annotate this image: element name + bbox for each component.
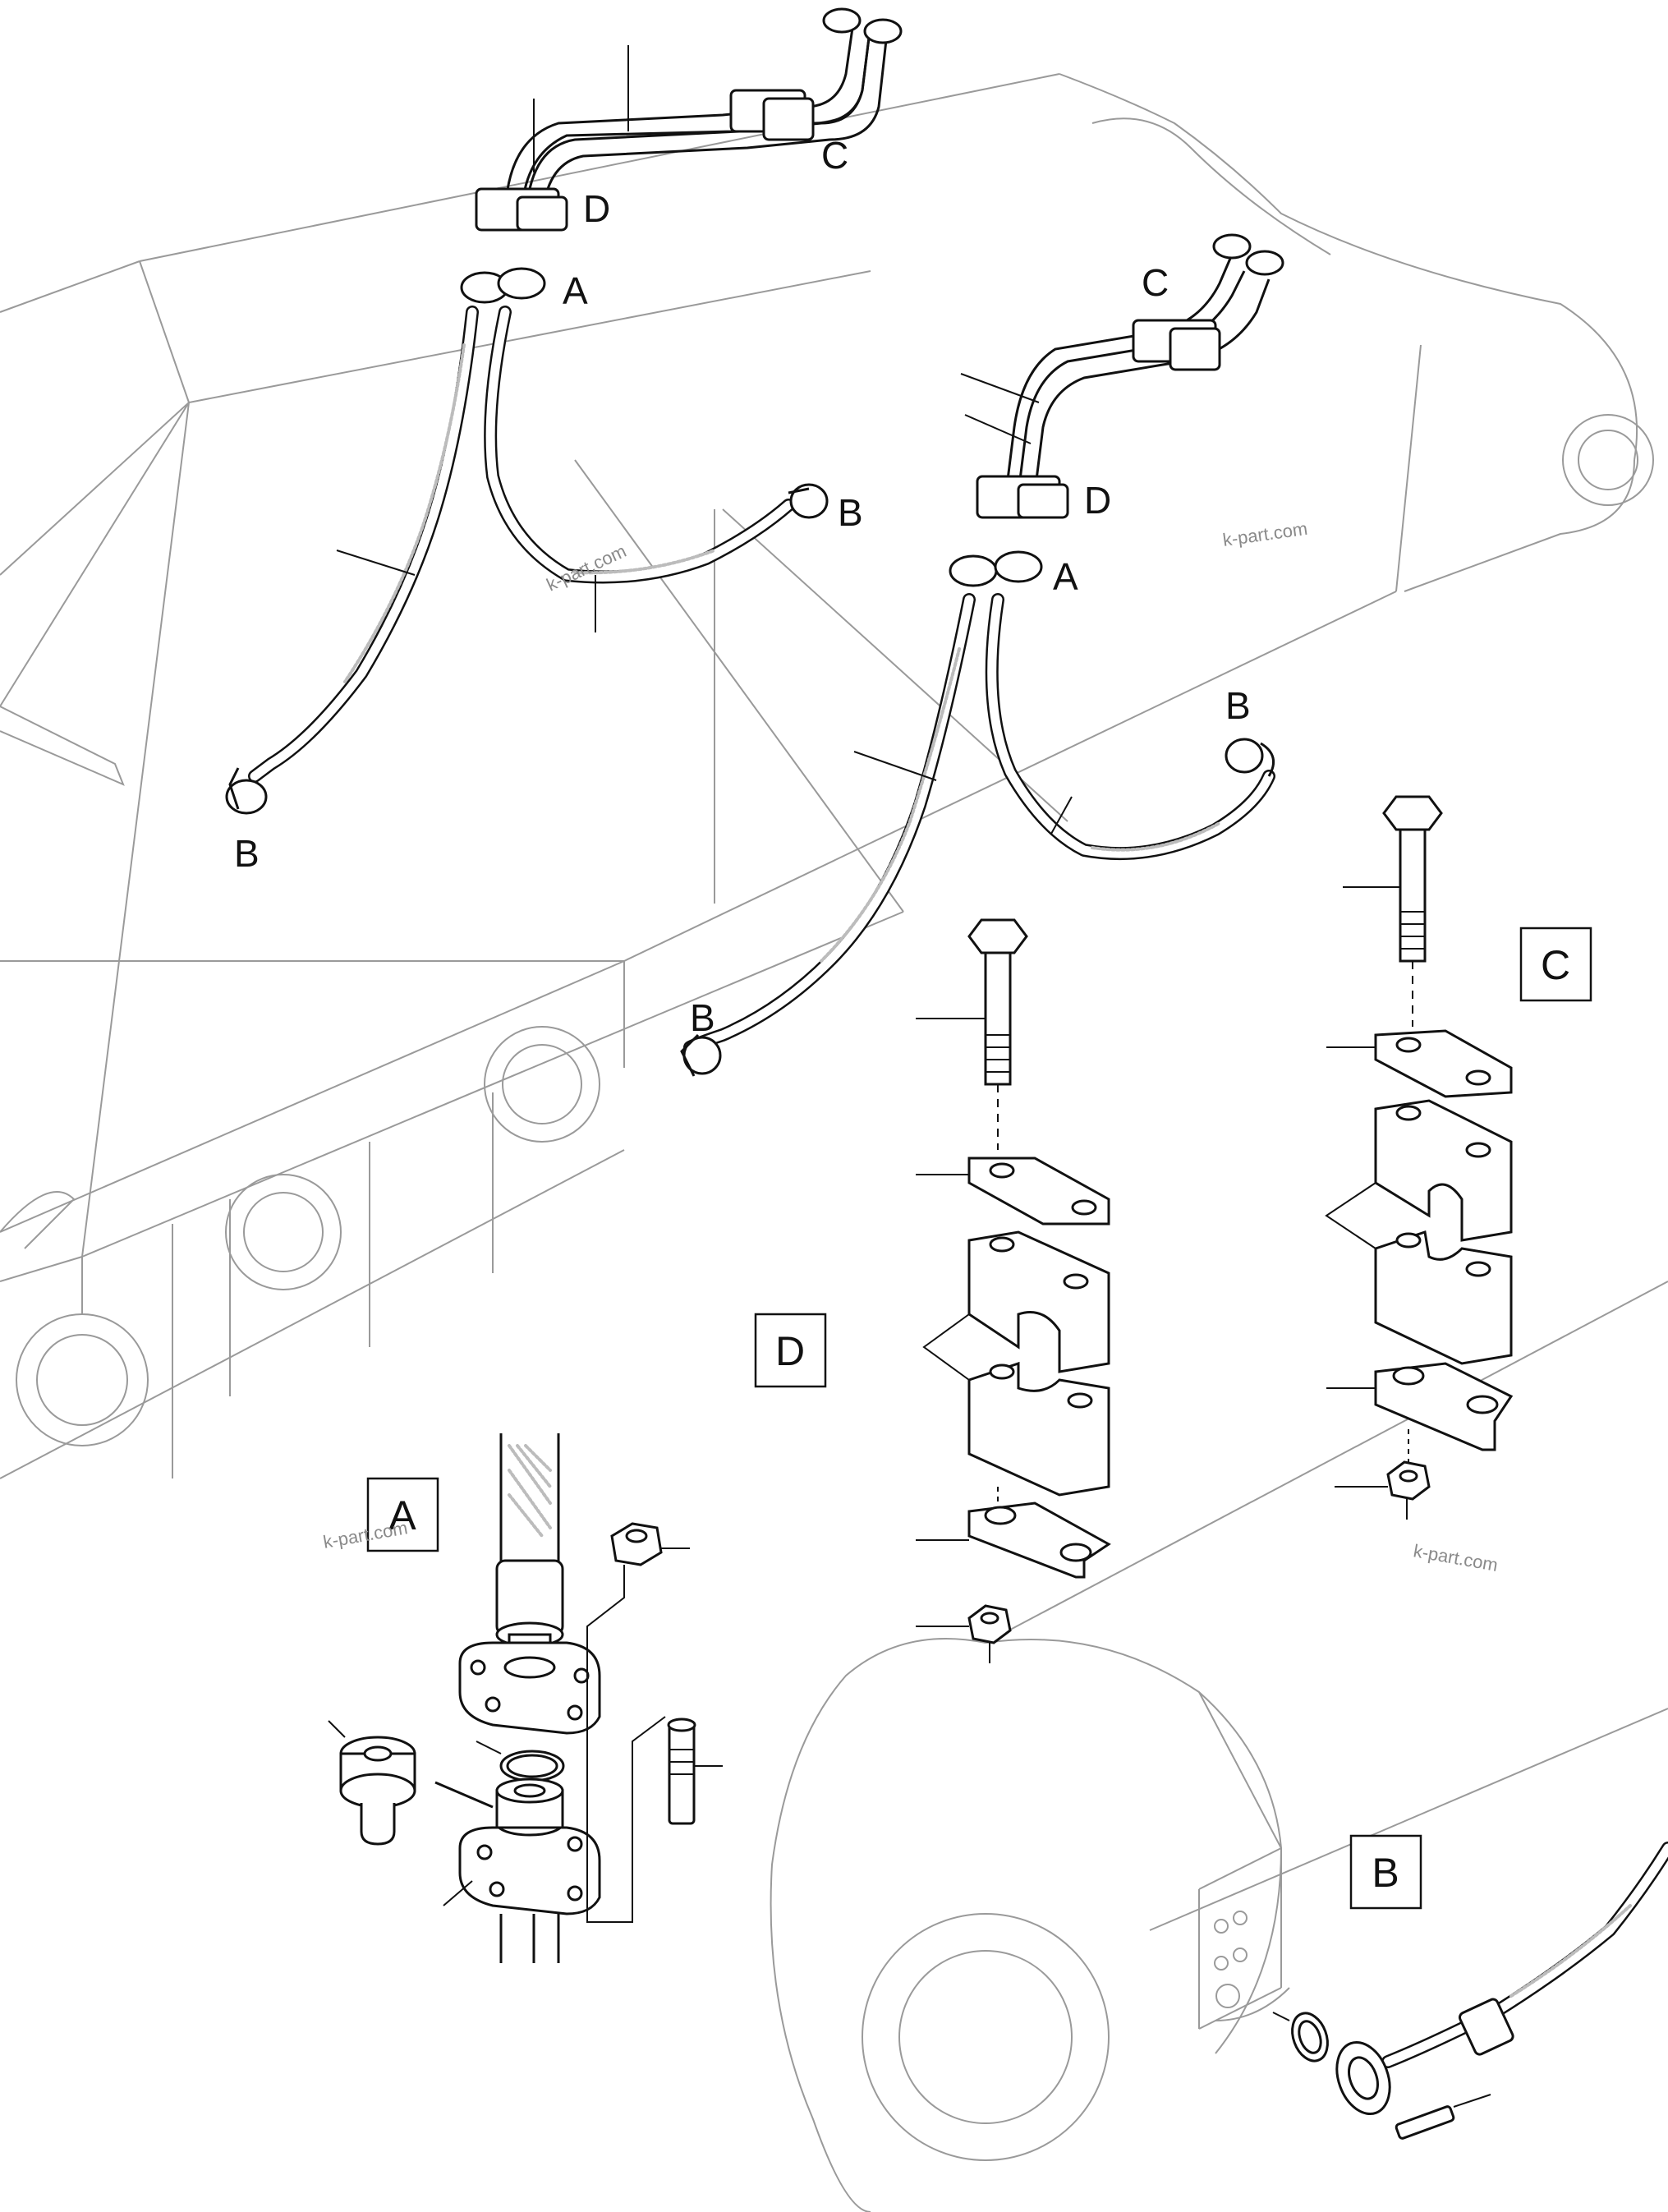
callout-a-right: A xyxy=(1053,555,1078,598)
callout-b-left-upper: B xyxy=(838,491,863,534)
detail-c-clamp xyxy=(1325,795,1514,1520)
detail-box-a-label: A xyxy=(388,1492,416,1538)
right-hose-assembly xyxy=(680,233,1284,1077)
cylinder-structure xyxy=(770,1281,1668,2212)
callout-a-left: A xyxy=(563,269,588,312)
detail-box-d-label: D xyxy=(775,1328,805,1374)
callout-c-right: C xyxy=(1142,261,1169,304)
detail-box-c-label: C xyxy=(1541,942,1570,988)
callout-b-right-lower: B xyxy=(690,996,715,1039)
callout-c-left: C xyxy=(821,134,848,177)
detail-a-flange xyxy=(328,1433,723,1963)
boom-structure xyxy=(0,73,1654,1479)
detail-box-c: C xyxy=(1519,927,1592,1002)
left-hose-assembly xyxy=(225,7,903,815)
callout-b-left-lower: B xyxy=(234,832,260,875)
detail-d-clamp xyxy=(916,918,1111,1663)
watermark-3: k-part.com xyxy=(1412,1540,1500,1575)
detail-b-flange xyxy=(1272,1842,1668,2140)
detail-box-b: B xyxy=(1349,1834,1422,1910)
callout-d-left: D xyxy=(583,187,610,230)
watermark-1: k-part.com xyxy=(1221,518,1308,550)
detail-box-b-label: B xyxy=(1372,1850,1399,1896)
detail-box-a: A xyxy=(366,1477,439,1552)
callout-b-right-upper: B xyxy=(1225,684,1251,727)
callout-d-right: D xyxy=(1084,479,1111,522)
detail-box-d: D xyxy=(754,1313,827,1388)
